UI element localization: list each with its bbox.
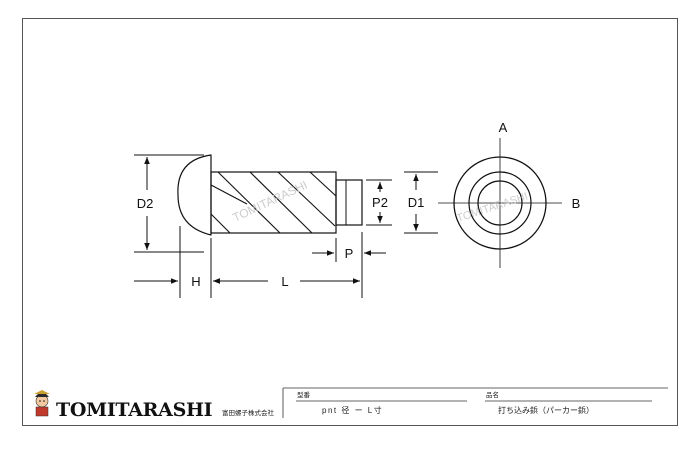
title-block (282, 387, 668, 418)
sheet-border (22, 18, 678, 426)
product-value: 打ち込み鋲（パーカー鋲） (498, 405, 594, 415)
label-p2: P2 (372, 195, 388, 210)
front-view (438, 138, 562, 268)
label-b: B (572, 196, 581, 211)
company-logo-text: TOMITARASHI (56, 399, 213, 421)
label-d1: D1 (408, 195, 425, 210)
model-value: pnt 径 ー L寸 (322, 405, 383, 415)
label-l: L (281, 274, 288, 289)
shank-grooves (210, 171, 337, 234)
watermark-front: TOMITARASHI (455, 191, 529, 225)
label-h: H (191, 274, 200, 289)
dimension-arrows (134, 157, 419, 284)
label-p: P (345, 246, 354, 261)
rivet-pin (335, 179, 363, 226)
mascot-logo (34, 390, 50, 417)
label-d2: D2 (137, 196, 154, 211)
product-header: 品名 (486, 390, 499, 399)
company-name: 富田螺子株式会社 (222, 408, 275, 417)
extension-lines (134, 154, 438, 298)
side-view (177, 154, 363, 236)
label-a: A (499, 120, 508, 135)
rivet-head (177, 154, 212, 236)
model-header: 型番 (297, 390, 311, 399)
